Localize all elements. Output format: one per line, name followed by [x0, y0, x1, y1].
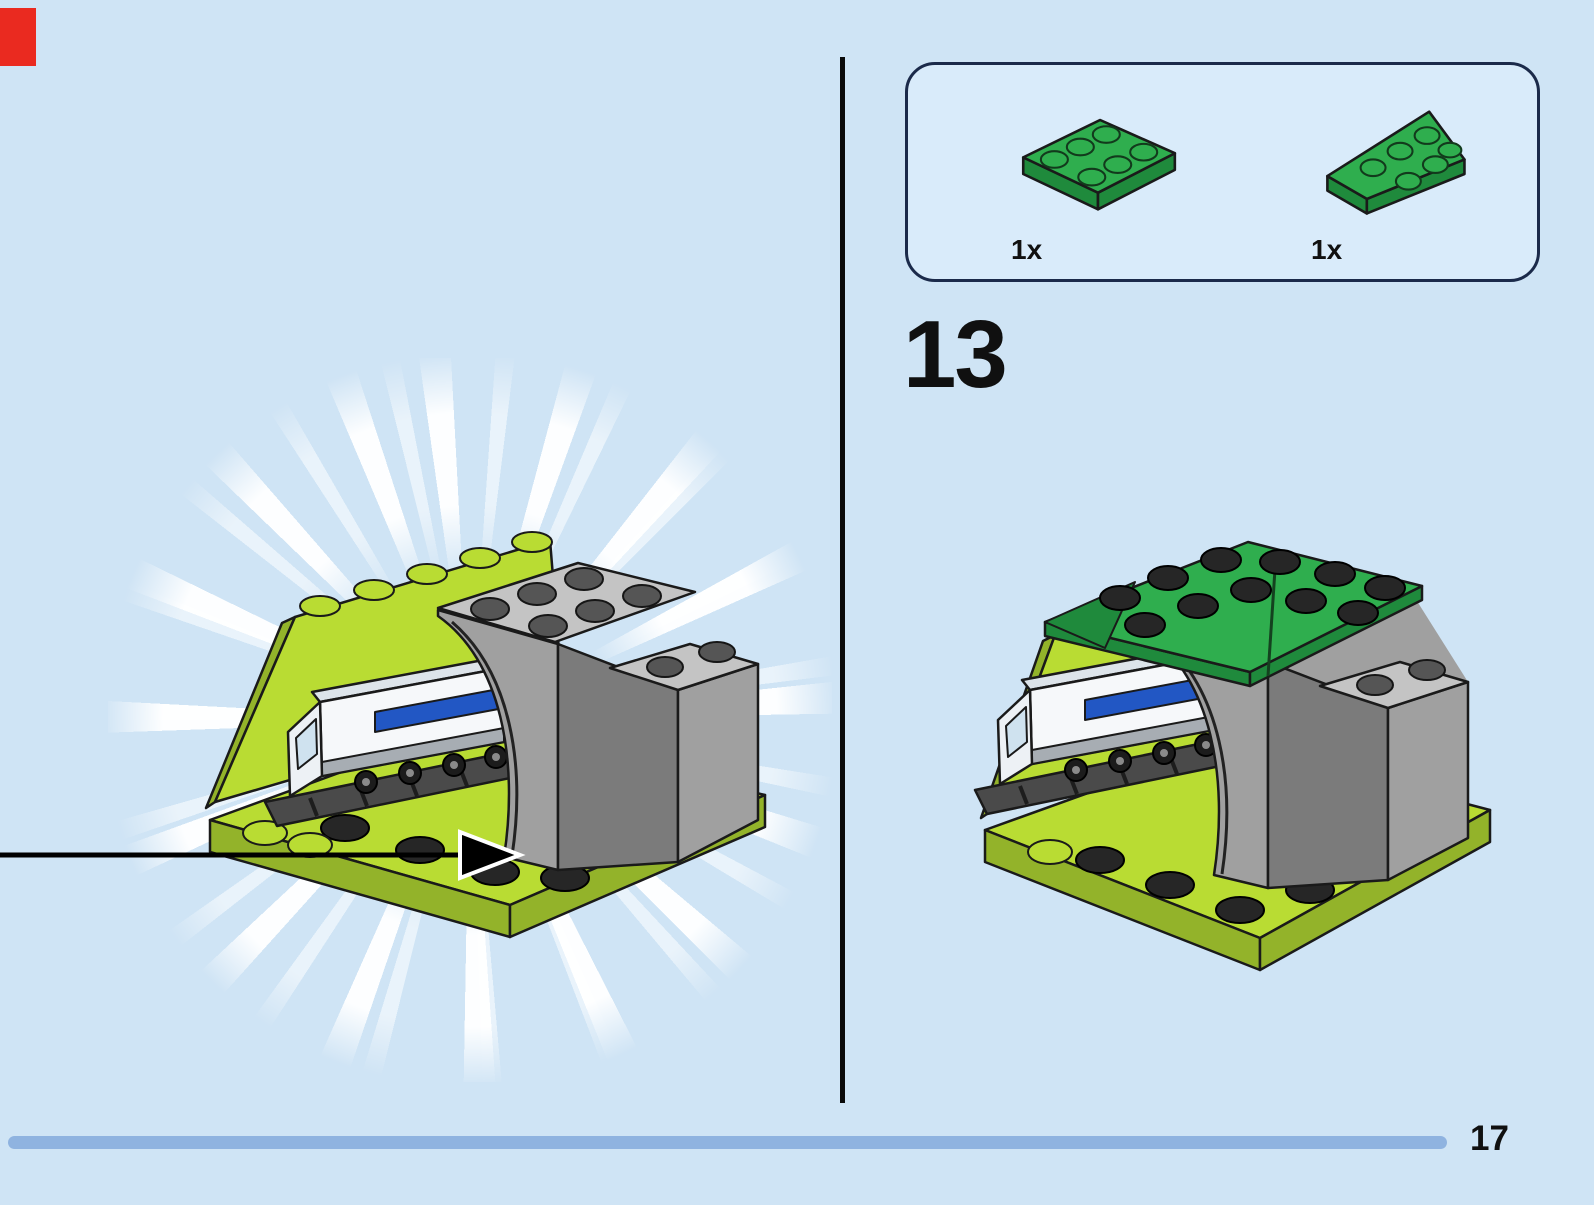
panel-divider	[840, 57, 845, 1103]
train	[996, 644, 1218, 786]
part-count: 1x	[1011, 234, 1043, 265]
train-wheels	[354, 745, 508, 794]
footer-rule	[8, 1136, 1447, 1149]
train-wheels	[1064, 733, 1218, 782]
base-studs	[1027, 839, 1335, 924]
roof-studs	[1099, 547, 1406, 638]
gray-tunnel	[436, 561, 760, 872]
pointer-arrow	[0, 829, 526, 881]
page-number: 17	[1470, 1119, 1509, 1158]
green-roof	[1043, 540, 1424, 688]
plate-studs	[1039, 125, 1159, 187]
wall-studs	[299, 531, 553, 617]
step-number: 13	[903, 301, 1008, 408]
model-before-illustration	[204, 531, 767, 939]
parts-callout-box: 1x 1x	[905, 62, 1540, 282]
wedge-plate-green-icon	[1326, 110, 1466, 215]
part-count: 1x	[1311, 234, 1343, 265]
page-corner-mark	[0, 8, 36, 66]
plate-2x3-green-icon	[1021, 118, 1177, 211]
part-wedge-plate-green: 1x	[1303, 93, 1493, 266]
model-after-illustration	[973, 540, 1492, 972]
train	[286, 656, 508, 798]
part-plate-2x3-green: 1x	[1003, 93, 1193, 266]
wedge-studs	[1359, 126, 1463, 191]
arrow-head-icon	[458, 829, 526, 881]
gray-tunnel	[1146, 590, 1470, 890]
tunnel-studs	[470, 567, 662, 638]
